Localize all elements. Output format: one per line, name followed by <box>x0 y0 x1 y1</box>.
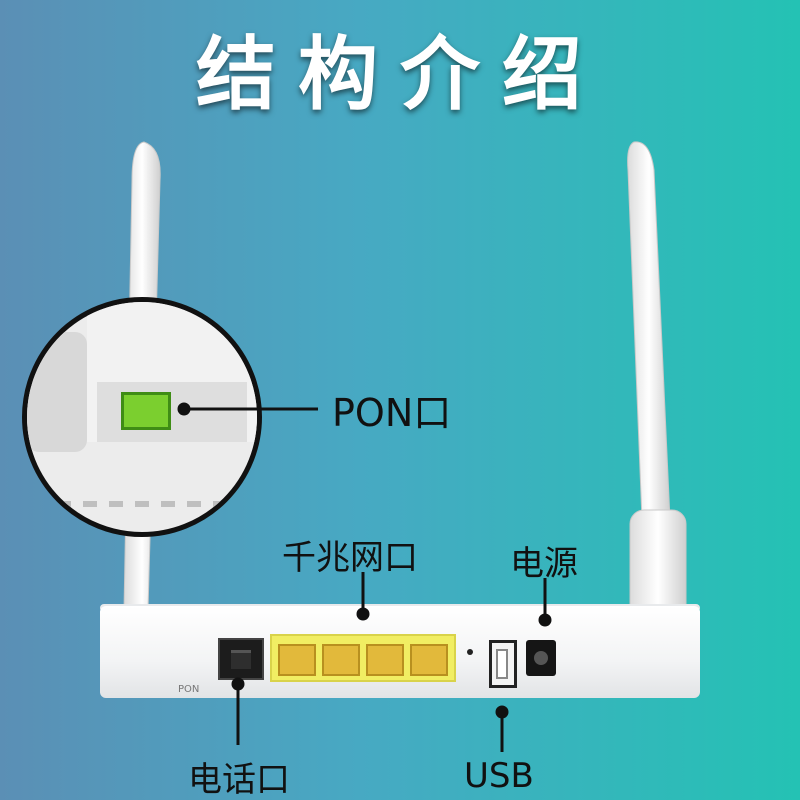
lan-port <box>278 644 316 676</box>
pon-port <box>121 392 171 430</box>
zoom-vents <box>57 501 237 507</box>
lan-port <box>410 644 448 676</box>
callout-power: 电源 <box>510 544 578 584</box>
usb-port <box>489 640 517 688</box>
pon-zoom-circle <box>22 297 262 537</box>
reset-hole <box>467 649 473 655</box>
lan-port <box>366 644 404 676</box>
lan-ports <box>270 634 456 682</box>
lan-port <box>322 644 360 676</box>
zoom-latch <box>27 332 87 452</box>
page-title: 结构介绍 <box>196 28 604 121</box>
device-port-text: PON <box>178 684 200 695</box>
phone-port <box>218 638 264 680</box>
callout-phone: 电话口 <box>188 760 290 800</box>
callout-pon: PON口 <box>332 391 452 435</box>
power-port <box>526 640 556 676</box>
callout-usb: USB <box>464 756 534 796</box>
callout-lan: 千兆网口 <box>282 538 418 578</box>
